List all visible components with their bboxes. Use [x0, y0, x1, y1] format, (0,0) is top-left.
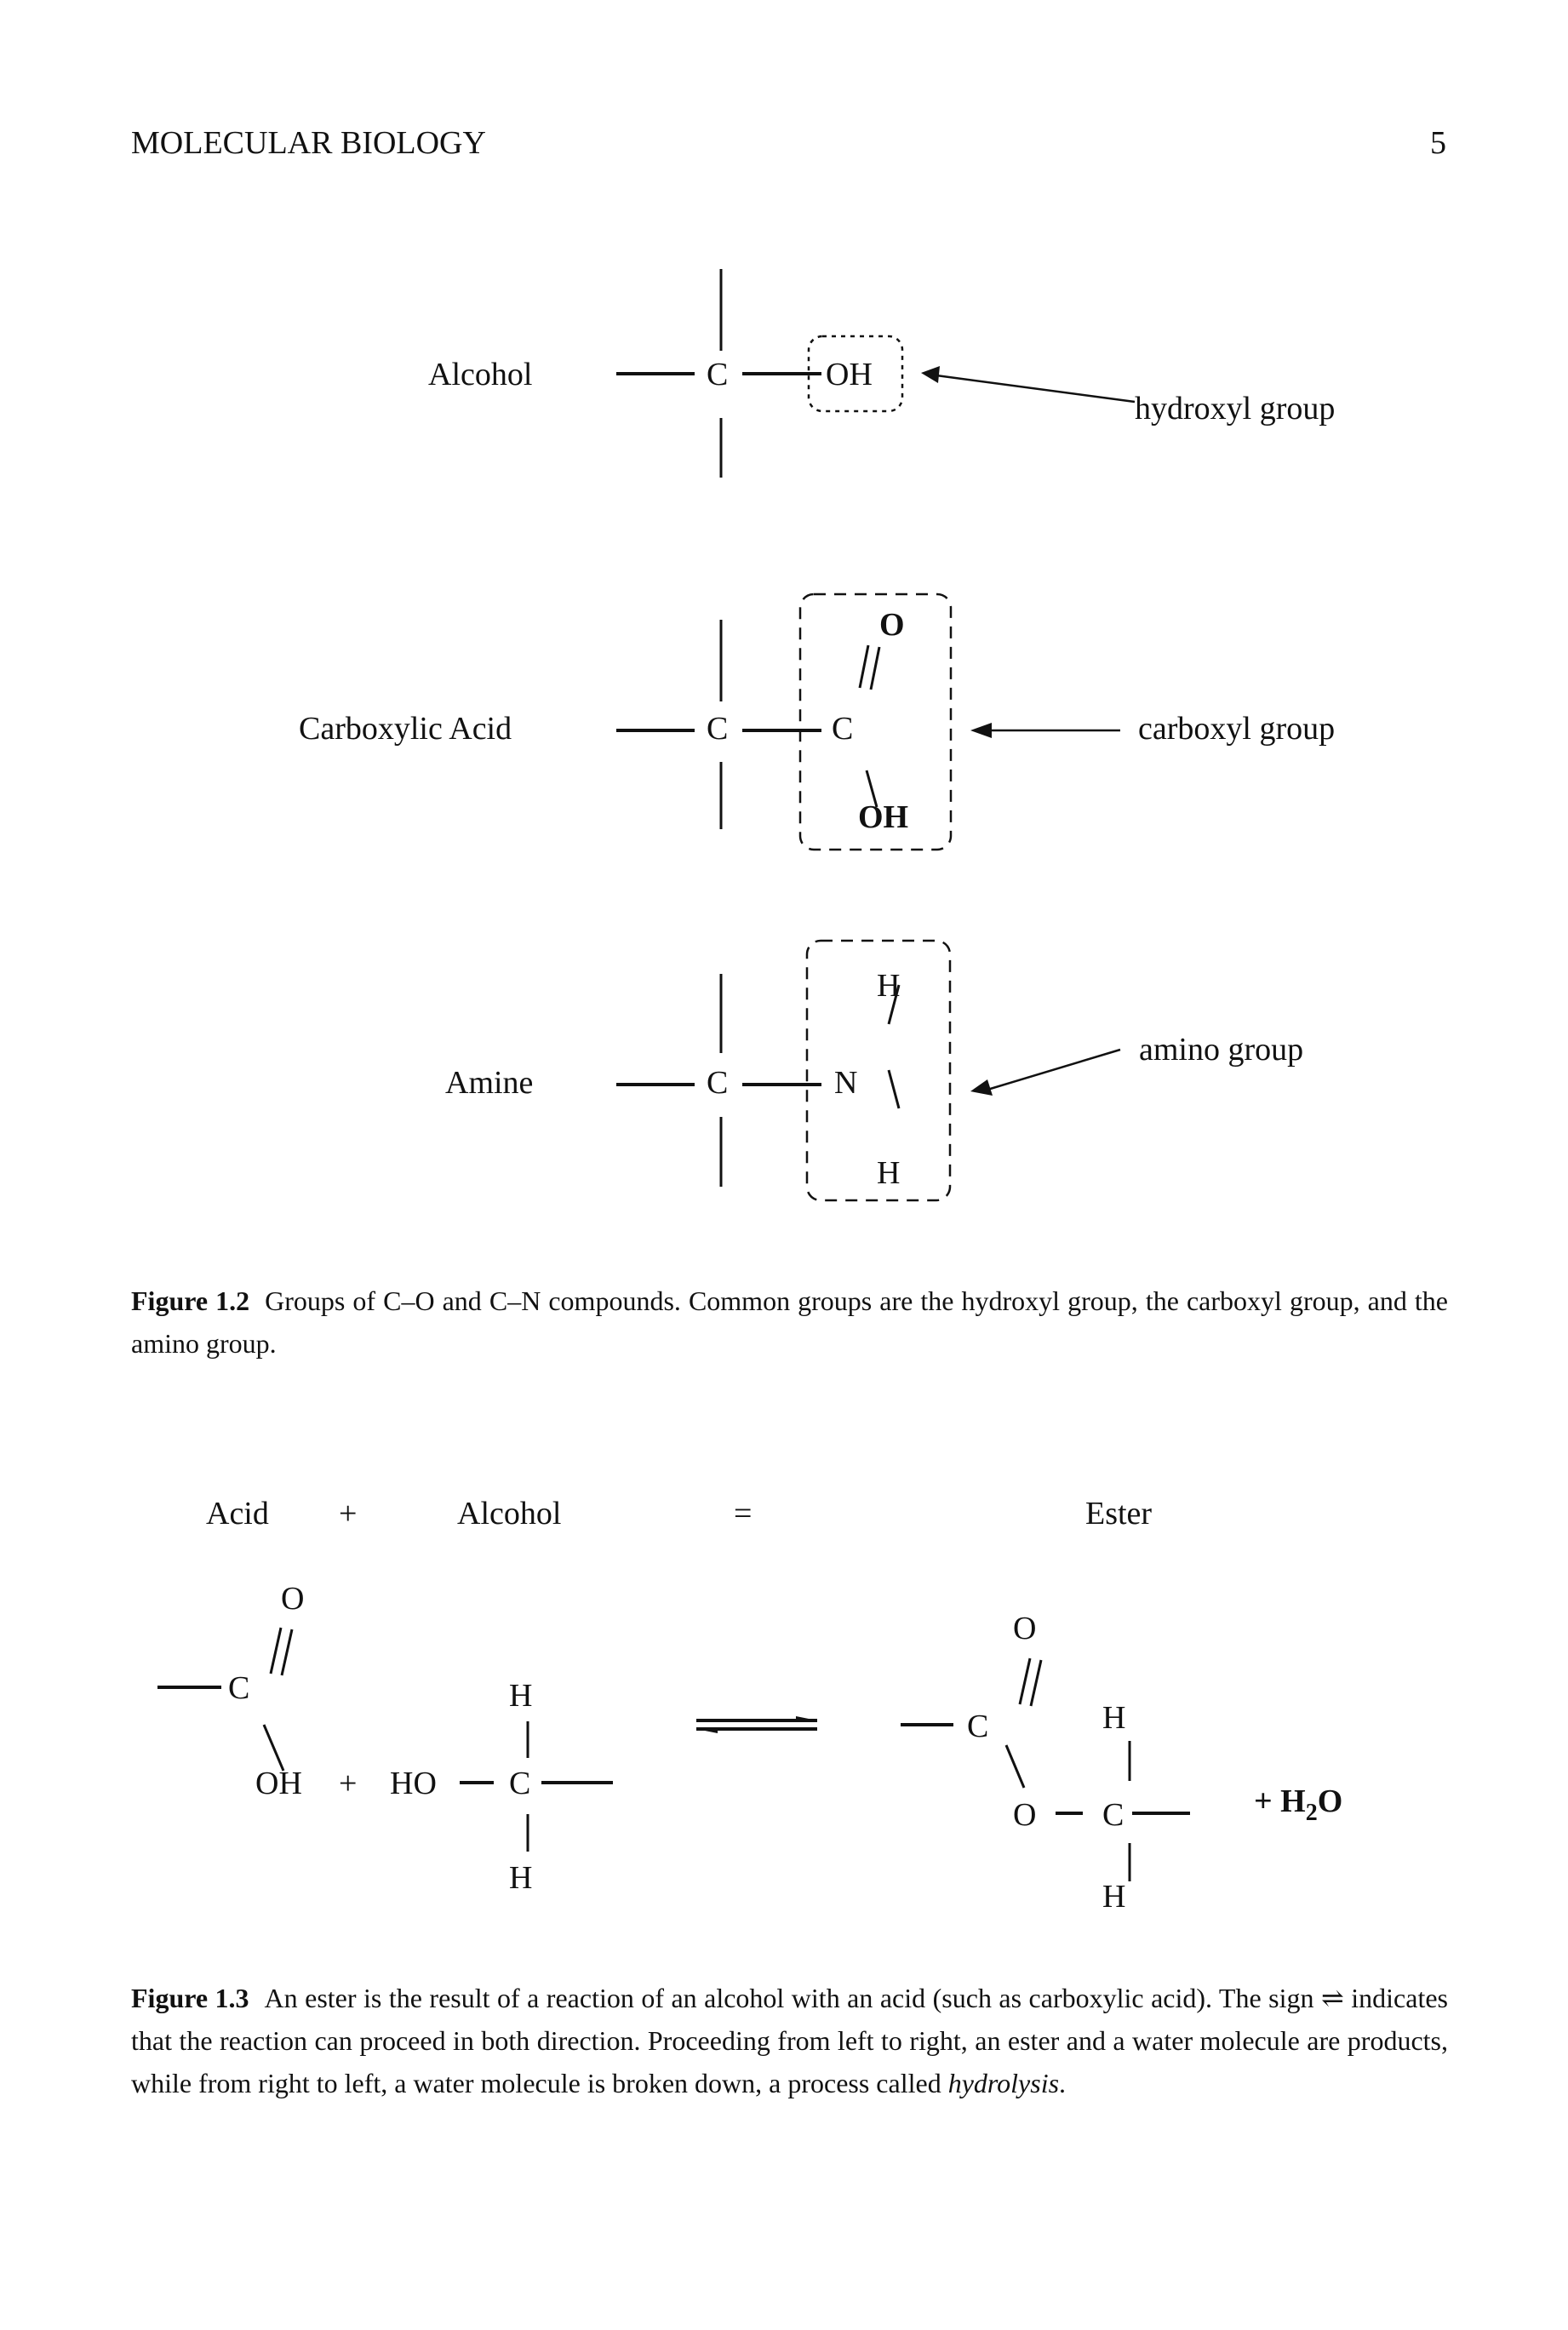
label-carboxylic-acid: Carboxylic Acid — [299, 711, 512, 747]
atom-c: C — [228, 1670, 249, 1706]
atom-h: H — [1102, 1879, 1125, 1915]
atom-c: C — [707, 711, 728, 747]
atom-oh: OH — [826, 357, 873, 392]
caption-text: An ester is the result of a reaction of … — [131, 1983, 1449, 2098]
atom-oh: OH — [255, 1766, 302, 1801]
amino-arrow — [987, 1048, 1121, 1091]
amine-structure — [616, 939, 1121, 1202]
atom-h: H — [509, 1678, 532, 1714]
atom-c: C — [707, 357, 728, 392]
atom-c: C — [1102, 1797, 1124, 1833]
caption-label: Figure 1.3 — [131, 1983, 249, 2013]
label-amino-group: amino group — [1139, 1032, 1303, 1068]
atom-c: C — [509, 1766, 530, 1801]
atom-h: H — [509, 1860, 532, 1896]
atom-n: N — [834, 1065, 857, 1101]
label-amine: Amine — [445, 1065, 533, 1101]
atom-o: O — [1013, 1797, 1036, 1833]
hydroxyl-arrow — [936, 374, 1136, 404]
label-hydroxyl-group: hydroxyl group — [1135, 391, 1335, 426]
atom-h: H — [877, 1155, 900, 1191]
caption-label: Figure 1.2 — [131, 1285, 250, 1316]
heading-plus: + — [339, 1496, 357, 1531]
alcohol-structure — [616, 269, 1136, 478]
atom-oh: OH — [858, 799, 908, 835]
carboxylic-structure — [616, 593, 1120, 851]
label-carboxyl-group: carboxyl group — [1138, 711, 1335, 747]
atom-ho: HO — [390, 1766, 437, 1801]
equilibrium-arrows-icon — [696, 1719, 817, 1731]
caption-text: Groups of C–O and C–N compounds. Common … — [131, 1285, 1449, 1359]
running-title: MOLECULAR BIOLOGY — [131, 125, 486, 161]
page-number: 5 — [1430, 125, 1446, 161]
atom-o: O — [879, 607, 905, 643]
atom-c: C — [967, 1709, 988, 1744]
atom-h: H — [877, 968, 900, 1004]
reaction-bonds — [157, 1627, 1190, 1881]
atom-c: C — [707, 1065, 728, 1101]
heading-equals: = — [734, 1496, 752, 1531]
heading-alcohol: Alcohol — [457, 1496, 561, 1531]
plus-sign: + — [339, 1766, 357, 1801]
heading-ester: Ester — [1085, 1496, 1152, 1531]
heading-acid: Acid — [206, 1496, 269, 1531]
atom-o: O — [1013, 1611, 1036, 1646]
label-alcohol: Alcohol — [428, 357, 532, 392]
water-formula: + H2O — [1254, 1783, 1342, 1826]
atom-c: C — [832, 711, 853, 747]
atom-o: O — [281, 1581, 304, 1617]
caption-end: . — [1059, 2068, 1067, 2098]
atom-h: H — [1102, 1700, 1125, 1736]
caption-italic-term: hydrolysis — [947, 2068, 1060, 2098]
arrowheads — [696, 366, 993, 1733]
